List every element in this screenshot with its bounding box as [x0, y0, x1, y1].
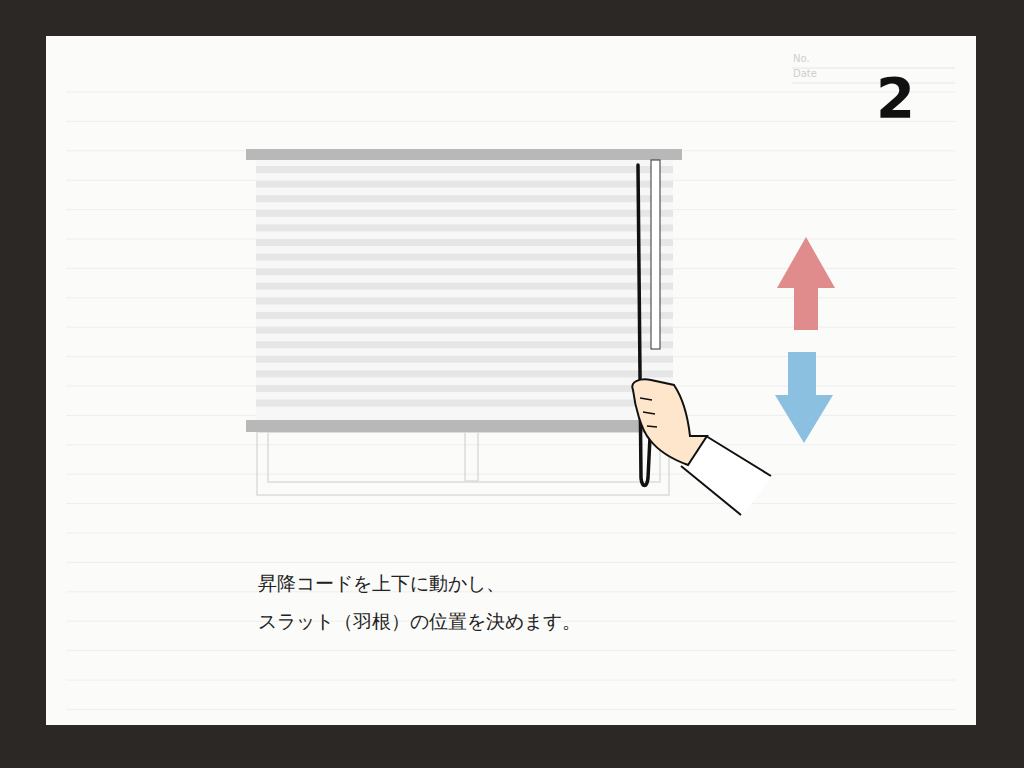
- ruled-line: [66, 503, 956, 504]
- ruled-line: [66, 562, 956, 563]
- instruction-text: 昇降コードを上下に動かし、: [258, 572, 505, 595]
- header-rule: [792, 83, 955, 84]
- slat: [256, 239, 673, 246]
- slat: [256, 356, 673, 363]
- ruled-line: [66, 591, 956, 592]
- slat: [256, 312, 673, 319]
- window-latch: [465, 432, 478, 481]
- slats: [256, 166, 673, 407]
- step-number: 2: [876, 64, 915, 131]
- head-rail: [246, 149, 682, 160]
- ruled-line: [66, 680, 956, 681]
- window-sash: [268, 432, 660, 482]
- slat: [256, 400, 673, 407]
- slat: [256, 385, 673, 392]
- finger-lines: [640, 398, 657, 427]
- slat: [256, 181, 673, 188]
- slat: [256, 166, 673, 173]
- slat: [256, 327, 673, 334]
- slat: [256, 224, 673, 231]
- slat: [256, 283, 673, 290]
- ruled-line: [66, 533, 956, 534]
- ruled-line: [66, 92, 956, 93]
- ruled-line: [66, 709, 956, 710]
- ruled-lines: [66, 92, 956, 709]
- date-field: Date: [793, 68, 817, 80]
- down-arrow: [775, 352, 833, 443]
- slat: [256, 254, 673, 261]
- slat: [256, 297, 673, 304]
- slat: [256, 370, 673, 377]
- ruled-line: [66, 444, 956, 445]
- ruled-line: [66, 474, 956, 475]
- instruction-text: スラット（羽根）の位置を決めます。: [258, 610, 581, 633]
- no-field: No.: [793, 53, 810, 65]
- up-arrow: [777, 237, 835, 330]
- slat: [256, 195, 673, 202]
- slat: [256, 210, 673, 217]
- slat: [256, 268, 673, 275]
- hand: [632, 379, 707, 465]
- bottom-rail: [246, 420, 682, 432]
- tilt-wand: [651, 160, 660, 349]
- ruled-line: [66, 650, 956, 651]
- notebook-paper: [46, 36, 976, 725]
- slat: [256, 341, 673, 348]
- ruled-line: [66, 121, 956, 122]
- slat-area: [256, 160, 673, 420]
- window-frame: [257, 432, 669, 495]
